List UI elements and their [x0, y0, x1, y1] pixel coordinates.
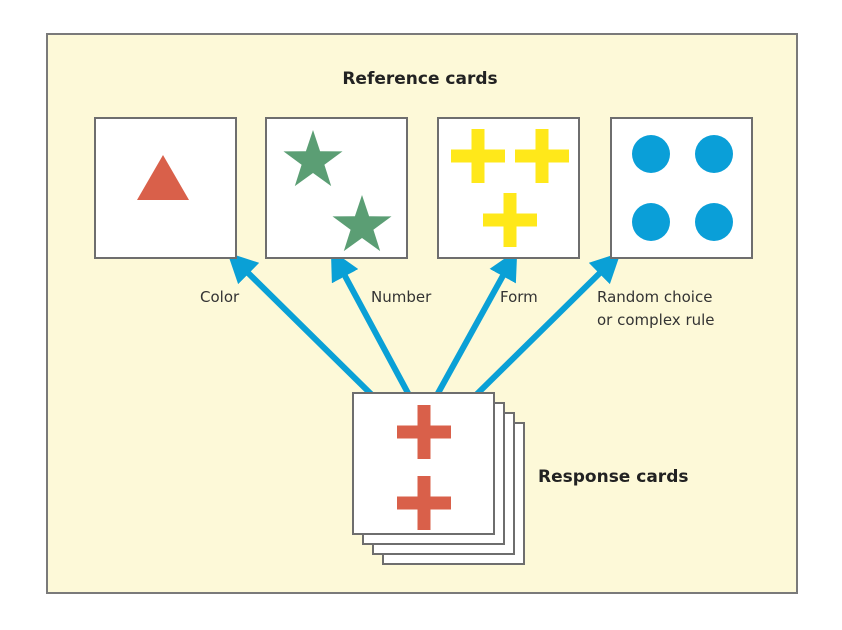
rule-labels: Color Number Form Random choice or complex r…	[200, 288, 715, 329]
cross-icon-3-h	[483, 213, 537, 227]
rule-arrows	[227, 249, 621, 398]
star-icon-2	[332, 195, 392, 252]
circle-icon-3	[632, 203, 670, 241]
circle-icon-1	[632, 135, 670, 173]
reference-cards	[94, 117, 753, 259]
circle-icon-4	[695, 203, 733, 241]
reference-card-3	[437, 117, 580, 259]
rule-label-2: Number	[371, 288, 432, 306]
response-card-top	[352, 392, 495, 535]
rule-label-line: Color	[200, 288, 240, 306]
cross-icon-2-h	[397, 496, 451, 510]
card-border	[265, 117, 408, 259]
reference-cards-title: Reference cards	[342, 69, 497, 89]
arrow-random-choice	[473, 252, 621, 398]
arrow-color	[227, 252, 375, 398]
rule-label-line: Form	[500, 288, 538, 306]
rule-label-line: Random choice	[597, 288, 712, 306]
reference-card-2	[265, 117, 408, 259]
reference-card-4	[610, 117, 753, 259]
cross-icon-2-h	[515, 149, 569, 163]
card-border	[610, 117, 753, 259]
rule-label-1: Color	[200, 288, 240, 306]
cross-icon-1-h	[451, 149, 505, 163]
response-cards-title: Response cards	[538, 467, 688, 487]
arrow-number	[330, 249, 412, 397]
triangle-icon	[137, 155, 189, 200]
rule-label-line: Number	[371, 288, 432, 306]
cross-icon-1-h	[397, 425, 451, 439]
arrow-form	[434, 249, 518, 397]
rule-label-line: or complex rule	[597, 311, 715, 329]
rule-label-3: Form	[500, 288, 538, 306]
response-card-stack	[352, 392, 525, 565]
rule-label-4: Random choice or complex rule	[597, 288, 715, 329]
circle-icon-2	[695, 135, 733, 173]
reference-card-1	[94, 117, 237, 259]
star-icon-1	[283, 130, 343, 187]
